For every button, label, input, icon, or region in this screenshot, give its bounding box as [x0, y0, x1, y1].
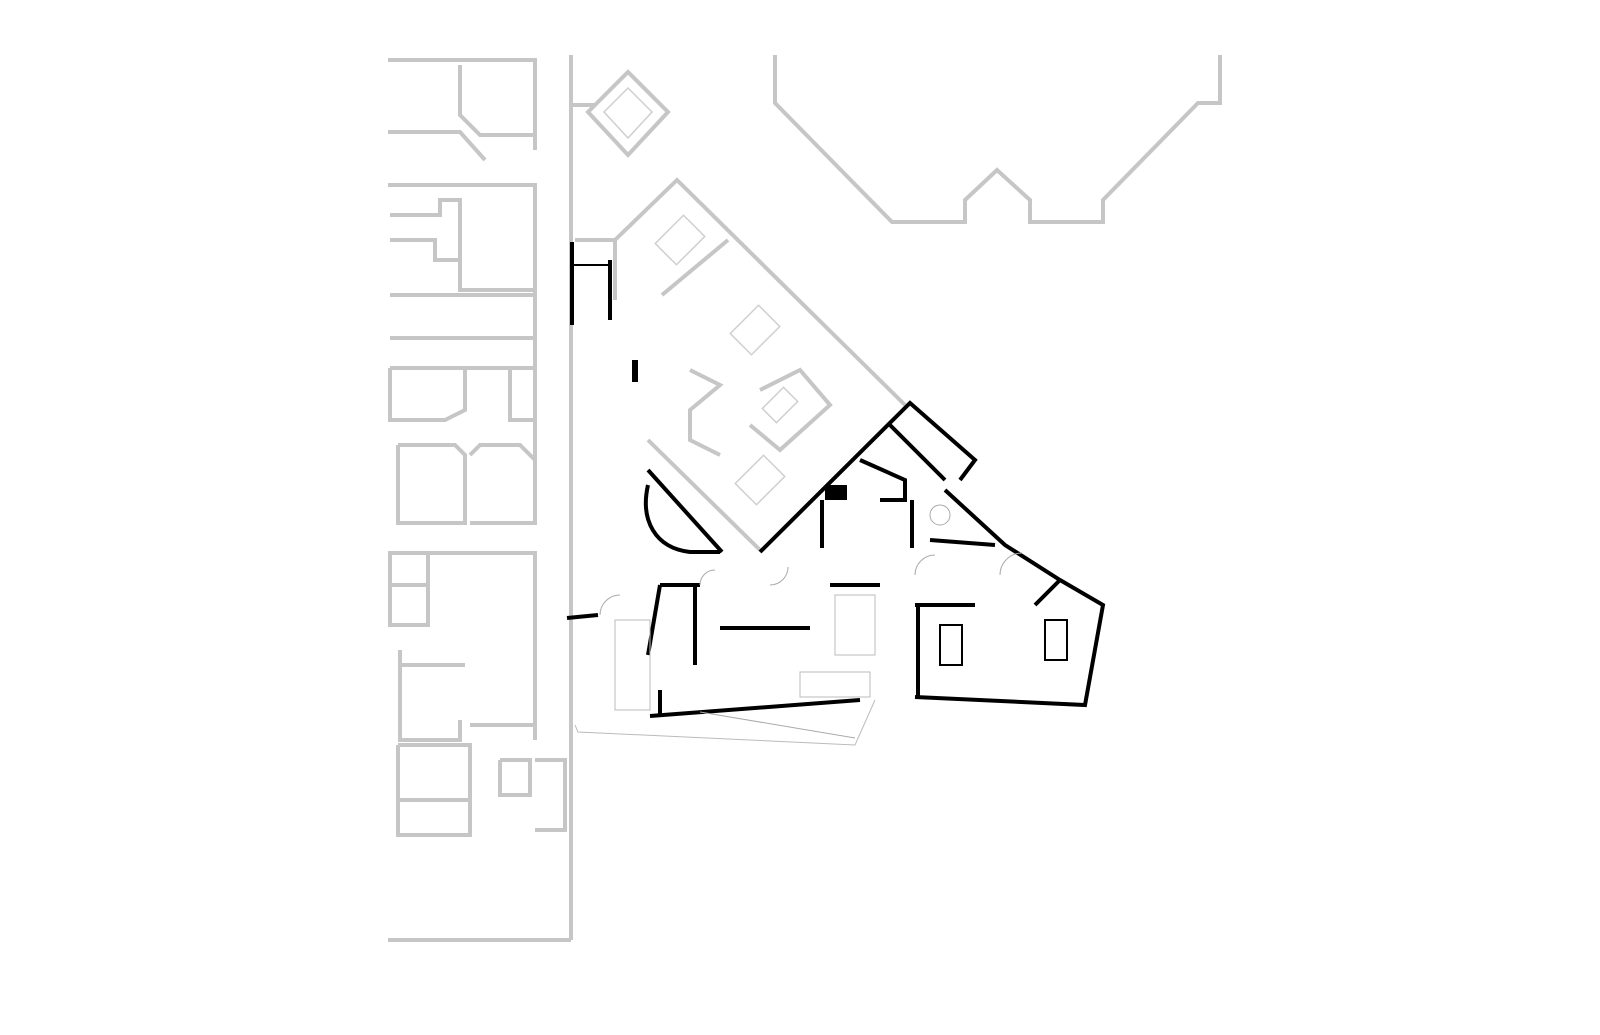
neighbor-building-outline [773, 55, 1222, 224]
project-walls [566, 242, 1106, 718]
context-pavilion [571, 69, 671, 158]
equipment [939, 624, 963, 666]
terrace-edge [574, 699, 876, 746]
equipment [1044, 619, 1068, 661]
column [825, 485, 847, 500]
terrace-line [699, 711, 856, 739]
context-corridor [388, 55, 573, 942]
context-diagonal-wing [575, 177, 907, 552]
furniture [599, 360, 1023, 711]
context-left-blocks [388, 58, 567, 837]
